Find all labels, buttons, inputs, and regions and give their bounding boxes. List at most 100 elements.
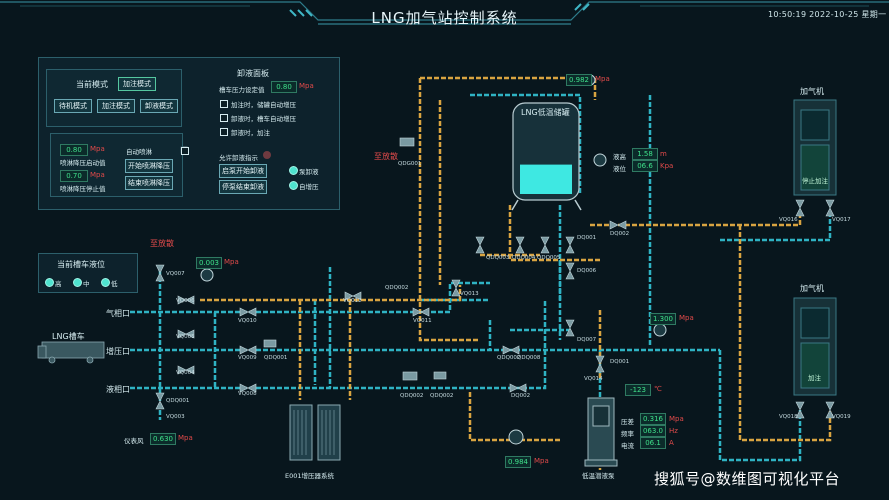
radio-self-pressure[interactable] (289, 181, 298, 190)
option-checkbox-3[interactable] (220, 128, 228, 136)
dispenser-1-status[interactable]: 停止加注 (802, 177, 828, 185)
start-spray-button[interactable]: 开始喷淋降压 (125, 159, 173, 173)
valve-tag: VQ005 (176, 334, 195, 340)
truck-level-panel (38, 253, 138, 293)
level-mid-indicator (73, 278, 82, 287)
pump-row-3-value: 06.1 (640, 437, 666, 449)
tank-level-unit: m (660, 150, 667, 158)
radio-pump-unload[interactable] (289, 166, 298, 175)
valve-tag: VQ007 (166, 271, 185, 277)
pump-title: 低温潜液泵 (582, 472, 615, 480)
radio-pump-unload-label: 泵卸液 (299, 168, 319, 176)
option-checkbox-1[interactable] (220, 100, 228, 108)
auto-spray-checkbox[interactable] (181, 147, 189, 155)
pump-row-2-value: 063.0 (640, 425, 666, 437)
unload-mode-button[interactable]: 卸液模式 (140, 99, 178, 113)
valve-tag: QDQ002 (430, 393, 454, 399)
stop-spray-button[interactable]: 结束喷淋降压 (125, 176, 173, 190)
instrument-air-unit: Mpa (178, 434, 193, 442)
tank-pressure-value: 0.982 (566, 74, 592, 86)
valve-tag: QDQ005 (537, 255, 561, 261)
pump-row-3-label: 电流 (621, 442, 634, 450)
valve-tag: VQ013 (460, 291, 479, 297)
valve-tag: VQ006 (176, 298, 195, 304)
gauge-bottom-value: 0.984 (505, 456, 531, 468)
liquid-port-label: 液相口 (106, 385, 130, 394)
valve-tag: VQ012 (343, 298, 362, 304)
level-low-indicator (101, 278, 110, 287)
pump-start-button[interactable]: 启泵开始卸液 (219, 164, 267, 178)
tank-level-value: 1.58 (632, 148, 658, 160)
boost-port-label: 增压口 (106, 347, 130, 356)
spray-stop-label: 喷淋降压停止值 (60, 185, 106, 193)
spray-start-label: 喷淋降压启动值 (60, 159, 106, 167)
dispenser-1-valve-a: VQ016 (779, 217, 798, 223)
storage-tank (511, 102, 582, 211)
option-checkbox-2[interactable] (220, 114, 228, 122)
header-frame (0, 1, 889, 25)
valve-tag: QDQ002 (385, 285, 409, 291)
gauge-bottom-unit: Mpa (534, 457, 549, 465)
valve-tag: VQ014 (584, 376, 603, 382)
setpoint-value[interactable]: 0.80 (271, 81, 297, 93)
level-low-label: 低 (111, 280, 118, 288)
radio-self-pressure-label: 自增压 (299, 183, 319, 191)
level-high-label: 高 (55, 280, 62, 288)
gauge-vq007-value: 0.003 (196, 257, 222, 269)
spray-start-unit: Mpa (90, 145, 105, 153)
valve-tag: VQ004 (176, 370, 195, 376)
datetime: 10:50:19 2022-10-25 星期一 (768, 10, 887, 19)
valve-tag: VQ009 (238, 355, 257, 361)
truck-graphic (37, 341, 105, 364)
valve-tag: VQ008 (238, 391, 257, 397)
dispenser-graphics (793, 99, 837, 396)
spray-stop-value[interactable]: 0.70 (60, 170, 88, 182)
vent-label-left: 至放散 (150, 239, 174, 248)
mode-panel (46, 69, 182, 127)
pump-stop-button[interactable]: 停泵结束卸液 (219, 180, 267, 194)
valve-tag: QDQ003 (486, 255, 510, 261)
pump-row-2-unit: Hz (669, 427, 678, 435)
option-label-1: 加注时，储罐自动增压 (231, 101, 296, 109)
valve-tag: DQ001 (610, 359, 630, 365)
spray-stop-unit: Mpa (90, 171, 105, 179)
pump-graphic (584, 397, 618, 467)
valve-tag: QDG001 (398, 161, 422, 167)
dispenser-1-title: 加气机 (800, 87, 824, 96)
allow-unload-label: 允许卸液指示 (219, 154, 258, 162)
valve-tag: QDQ002 (497, 355, 521, 361)
vaporizer-title: E001增压器系统 (285, 472, 335, 480)
actuated-valve-icons (263, 137, 447, 381)
dispenser-2-status[interactable]: 加注 (808, 374, 821, 382)
tank-title: LNG低温储罐 (521, 108, 570, 117)
tank-pressure-unit: Mpa (595, 75, 610, 83)
valve-tag: QDQ001 (166, 398, 190, 404)
dispenser-2-valve-a: VQ018 (779, 414, 798, 420)
standby-mode-button[interactable]: 待机模式 (54, 99, 92, 113)
fill-mode-button[interactable]: 加注模式 (97, 99, 135, 113)
valve-tag: DQ006 (577, 268, 597, 274)
setpoint-label: 槽车压力设定值 (219, 86, 265, 94)
tank-level-label: 液高 (613, 153, 626, 161)
pump-row-2-label: 频率 (621, 430, 634, 438)
valve-tag: DQ001 (577, 235, 597, 241)
option-label-2: 卸液时，槽车自动增压 (231, 115, 296, 123)
spray-start-value[interactable]: 0.80 (60, 144, 88, 156)
auto-spray-label: 自动喷淋 (126, 148, 152, 156)
watermark: 搜狐号@数维图可视化平台 (654, 470, 841, 488)
setpoint-unit: Mpa (299, 82, 314, 90)
gas-port-label: 气相口 (106, 309, 130, 318)
valve-tag: QDQ001 (264, 355, 288, 361)
truck-level-title: 当前槽车液位 (57, 260, 105, 269)
dispenser-2-title: 加气机 (800, 284, 824, 293)
current-mode-label: 当前模式 (76, 80, 108, 89)
dispenser-1-valve-b: VQ017 (832, 217, 851, 223)
tank-position-label: 液位 (613, 165, 626, 173)
gauge-vq007-unit: Mpa (224, 258, 239, 266)
valve-tag: VQ003 (166, 414, 185, 420)
valve-tag: QDQ008 (517, 355, 541, 361)
valve-icons (155, 199, 835, 419)
instrument-air-value: 0.630 (150, 433, 176, 445)
gauge-right-unit: Mpa (679, 314, 694, 322)
